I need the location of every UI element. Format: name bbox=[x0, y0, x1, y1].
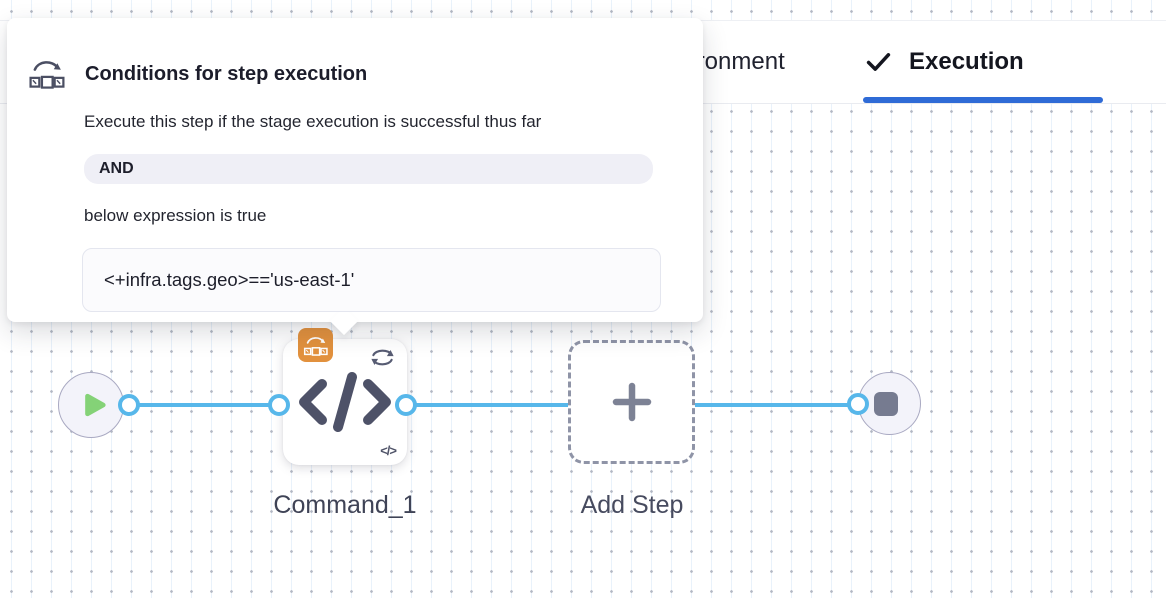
port-step-out[interactable] bbox=[395, 394, 417, 416]
popover-description: Execute this step if the stage execution… bbox=[84, 112, 542, 131]
step-node-label: Command_1 bbox=[273, 491, 417, 519]
popover-title: Conditions for step execution bbox=[85, 63, 368, 85]
plus-icon bbox=[611, 381, 653, 423]
port-end-in[interactable] bbox=[847, 393, 869, 415]
add-step-button[interactable] bbox=[568, 340, 695, 464]
port-step-in[interactable] bbox=[268, 394, 290, 416]
code-step-icon bbox=[296, 369, 394, 435]
play-icon bbox=[81, 392, 107, 418]
tab-execution[interactable]: Execution bbox=[865, 21, 1024, 103]
active-tab-indicator bbox=[863, 97, 1103, 103]
condition-intro: below expression is true bbox=[84, 206, 267, 225]
step-type-glyph: </> bbox=[380, 443, 397, 458]
operator-label: AND bbox=[99, 160, 134, 177]
add-step-label: Add Step bbox=[580, 491, 684, 519]
tab-execution-label: Execution bbox=[909, 48, 1024, 75]
edge-start-to-step bbox=[128, 403, 280, 407]
stop-icon bbox=[874, 391, 898, 416]
expression-text: <+infra.tags.geo>=='us-east-1' bbox=[104, 269, 355, 290]
looping-strategy-icon bbox=[368, 346, 397, 369]
expression-box: <+infra.tags.geo>=='us-east-1' bbox=[82, 248, 661, 312]
conditions-popover: Conditions for step execution Execute th… bbox=[7, 18, 703, 336]
check-icon bbox=[865, 51, 892, 73]
port-start-out[interactable] bbox=[118, 394, 140, 416]
operator-pill: AND bbox=[84, 154, 653, 184]
conditional-execution-icon bbox=[28, 57, 65, 90]
conditional-execution-badge[interactable] bbox=[298, 328, 333, 362]
start-node[interactable] bbox=[58, 372, 124, 438]
